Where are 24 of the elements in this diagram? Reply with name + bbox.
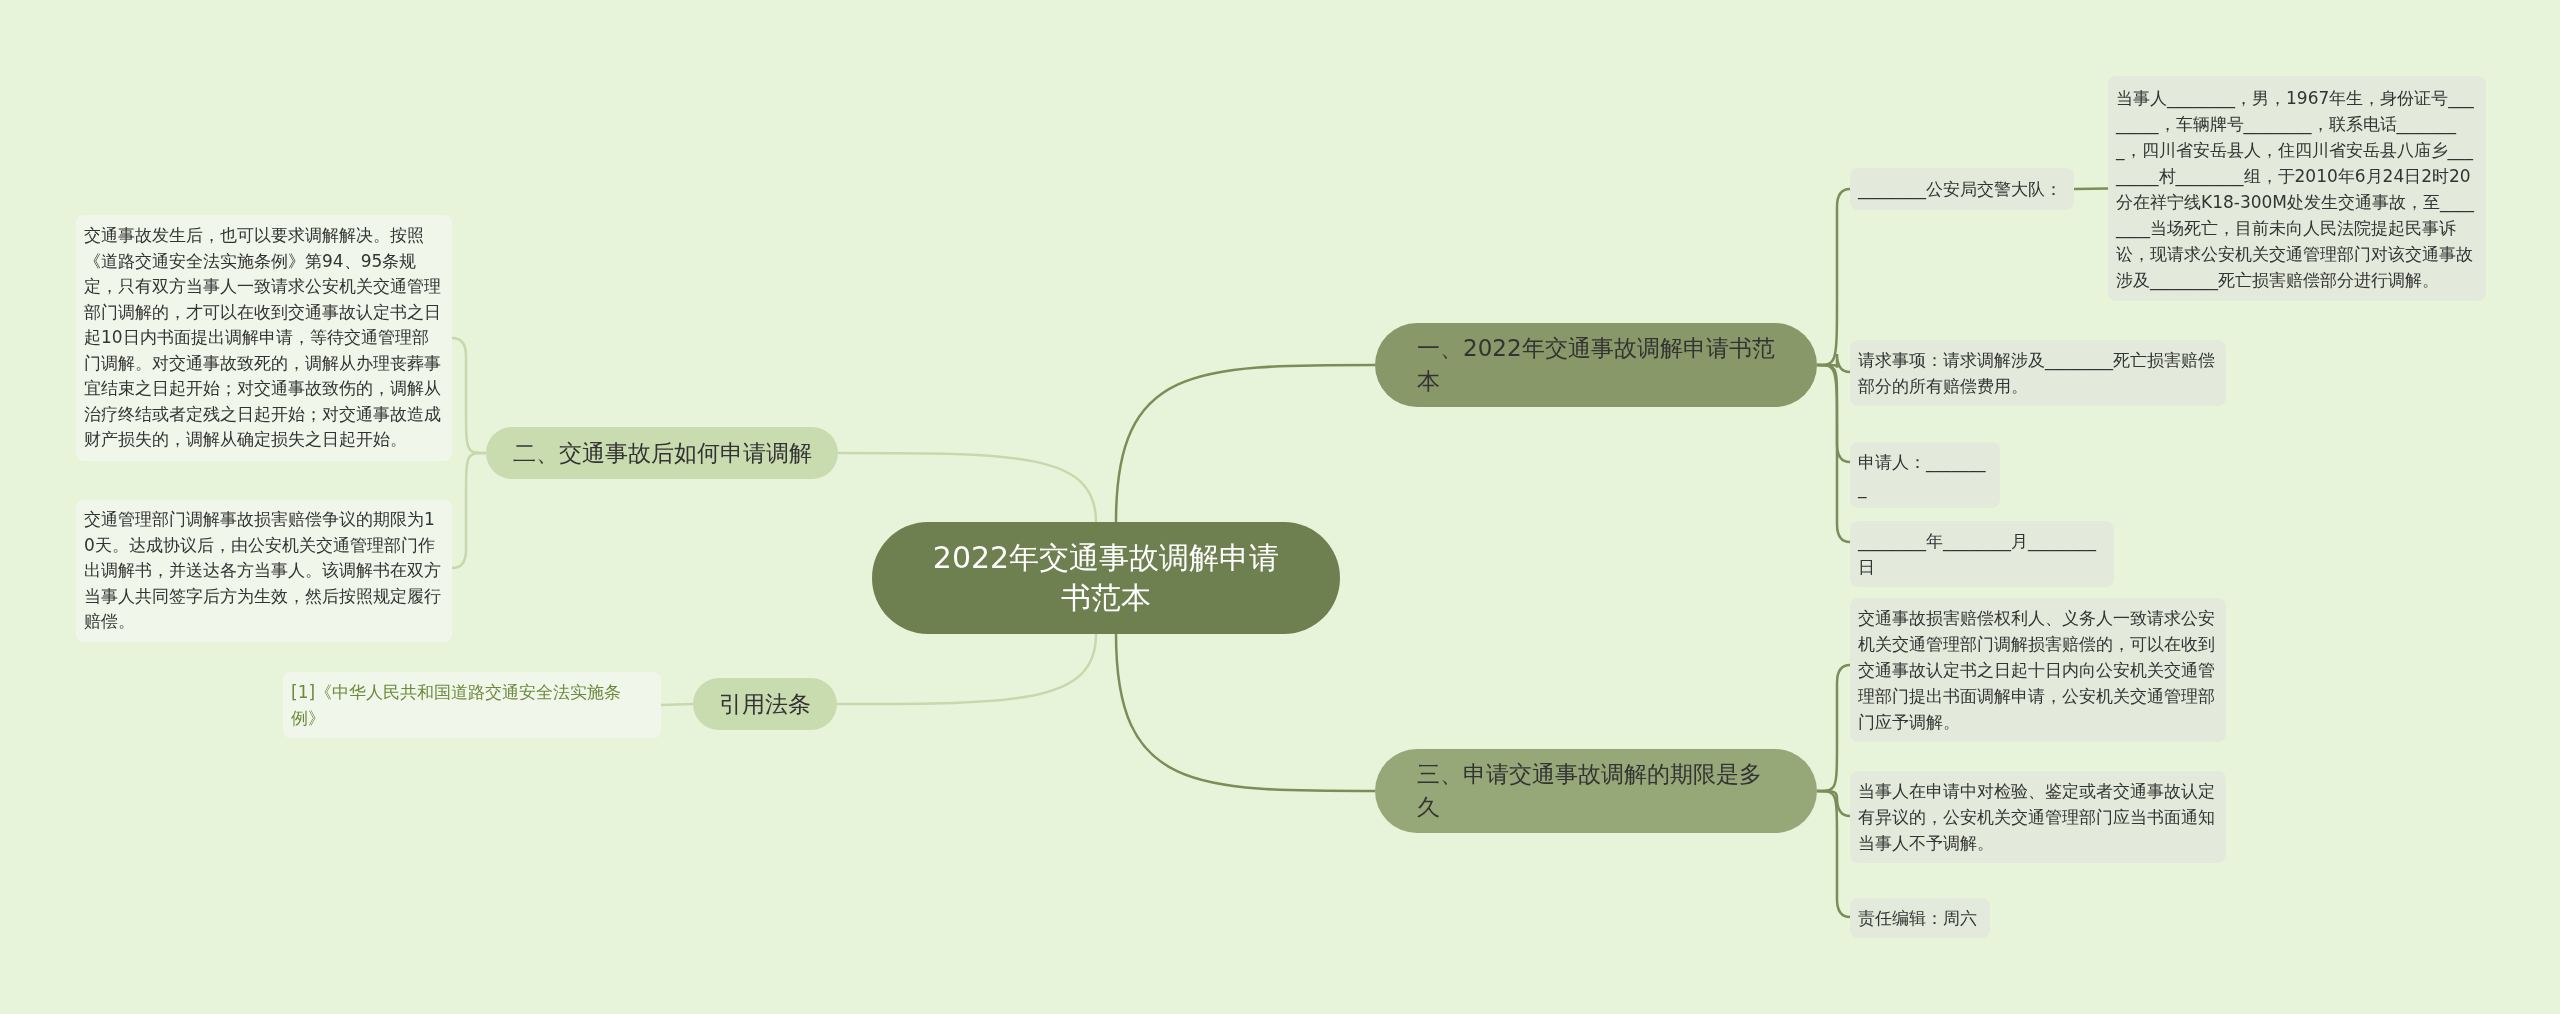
reference-card: [1]《中华人民共和国道路交通安全法实施条例》 bbox=[283, 672, 661, 738]
connector-line bbox=[1817, 789, 1851, 919]
text-card: 当事人________，男，1967年生，身份证号________，车辆牌号________，联系电话________，四川省安岳县人，住四川省安岳县八庙乡________村________组，于2010年6月24日2时20分在祥宁线K18-300M处发生交通事故，至________当场死亡，目前未向人民法院提起民事诉讼，现请求公安机关交通管理部门对该交通事故涉及________死亡损害赔偿部分进行调解。 bbox=[2108, 76, 2486, 301]
root-topic: 2022年交通事故调解申请书范本 bbox=[872, 522, 1340, 634]
text-card: ________公安局交警大队： bbox=[1850, 168, 2074, 210]
connector-line bbox=[838, 451, 1098, 523]
connector-line bbox=[2074, 187, 2108, 191]
branch-topic: 二、交通事故后如何申请调解 bbox=[486, 427, 838, 479]
text-card: 申请人：________ bbox=[1850, 442, 2000, 508]
branch-topic: 引用法条 bbox=[693, 678, 837, 730]
connector-line bbox=[1114, 633, 1375, 793]
branch-topic: 三、申请交通事故调解的期限是多久 bbox=[1375, 749, 1817, 833]
text-card: 交通管理部门调解事故损害赔偿争议的期限为10天。达成协议后，由公安机关交通管理部门作出调解书，并送达各方当事人。该调解书在双方当事人共同签字后方为生效，然后按照规定履行赔偿。 bbox=[76, 500, 452, 642]
text-card: 交通事故发生后，也可以要求调解解决。按照《道路交通安全法实施条例》第94、95条规定，只有双方当事人一致请求公安机关交通管理部门调解的，才可以在收到交通事故认定书之日起10日内书面提出调解申请，等待交通管理部门调解。对交通事故致死的，调解从办理丧葬事宜结束之日起开始；对交通事故致伤的，调解从治疗终结或者定残之日起开始；对交通事故造成财产损失的，调解从确定损失之日起开始。 bbox=[76, 215, 452, 461]
connector-line bbox=[451, 451, 486, 570]
connector-line bbox=[837, 633, 1098, 706]
text-card: 请求事项：请求调解涉及________死亡损害赔偿部分的所有赔偿费用。 bbox=[1850, 340, 2226, 406]
branch-topic: 一、2022年交通事故调解申请书范本 bbox=[1375, 323, 1817, 407]
text-card: 责任编辑：周六 bbox=[1850, 898, 1990, 938]
connector-line bbox=[1114, 363, 1375, 523]
text-card: 当事人在申请中对检验、鉴定或者交通事故认定有异议的，公安机关交通管理部门应当书面通知当事人不予调解。 bbox=[1850, 771, 2226, 863]
text-card: 交通事故损害赔偿权利人、义务人一致请求公安机关交通管理部门调解损害赔偿的，可以在收到交通事故认定书之日起十日内向公安机关交通管理部门提出书面调解申请，公安机关交通管理部门应予调解。 bbox=[1850, 598, 2226, 742]
connector-line bbox=[1817, 363, 1851, 544]
text-card: ________年________月________日 bbox=[1850, 521, 2114, 587]
